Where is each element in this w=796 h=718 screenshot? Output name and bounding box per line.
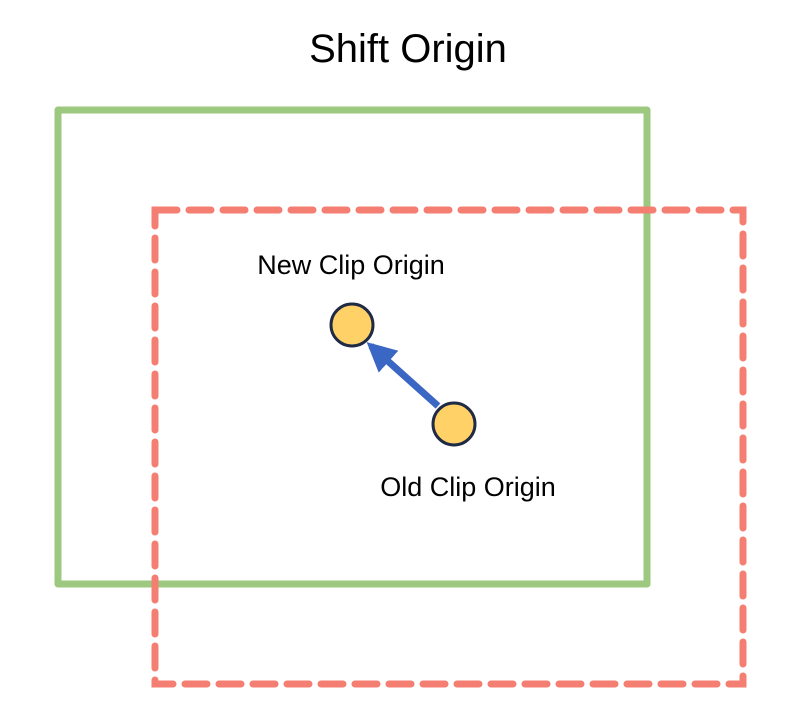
shifted-clip-rect xyxy=(151,206,747,688)
diagram-title: Shift Origin xyxy=(309,27,507,71)
original-clip-rect xyxy=(54,106,651,588)
new-origin-label: New Clip Origin xyxy=(257,250,445,280)
old-origin-label: Old Clip Origin xyxy=(380,472,556,502)
old-origin-point xyxy=(431,401,477,447)
new-origin-point xyxy=(329,302,375,348)
shift-arrow xyxy=(366,342,441,409)
